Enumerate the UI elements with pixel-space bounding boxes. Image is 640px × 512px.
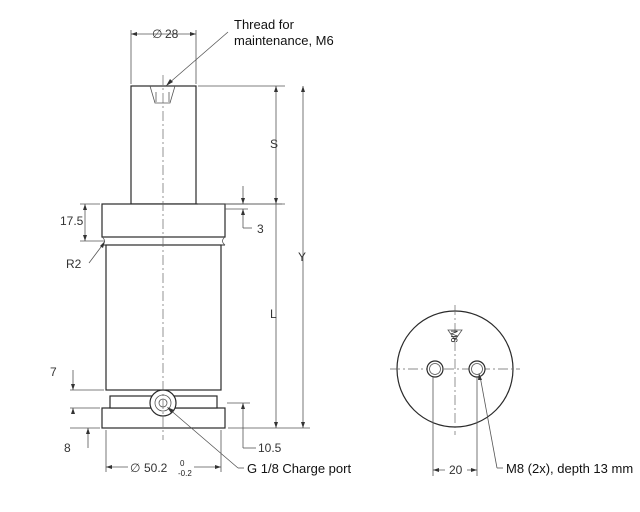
hole-note: M8 (2x), depth 13 mm (506, 461, 633, 476)
dim-r2: R2 (66, 257, 82, 271)
dim-10-5: 10.5 (258, 441, 282, 455)
side-view: ∅ 28 Thread for maintenance, M6 S Y L (50, 17, 351, 478)
dim-s: S (270, 137, 278, 151)
dim-y: Y (298, 250, 306, 264)
dim-l: L (270, 307, 277, 321)
upper-collar (101, 203, 226, 238)
charge-port-label: G 1/8 Charge port (247, 461, 351, 476)
cylinder-body (105, 244, 222, 391)
tolerance-lower: -0.2 (178, 469, 192, 478)
piston-rod (130, 85, 197, 205)
thread-note-line2: maintenance, M6 (234, 33, 334, 48)
dim-17-5: 17.5 (60, 214, 84, 228)
dim-diameter-28-symbol: ∅ (152, 27, 162, 41)
dim-8: 8 (64, 441, 71, 455)
dim-diameter-50-2: 50.2 (144, 461, 168, 475)
dim-diameter-50-2-symbol: ∅ (130, 461, 140, 475)
dim-7: 7 (50, 365, 57, 379)
end-view: M6 20 M8 (2x), depth 13 mm (390, 305, 633, 477)
thread-note-line1: Thread for (234, 17, 295, 32)
thread-hole (149, 85, 176, 104)
dim-diameter-28: 28 (165, 27, 179, 41)
tolerance-upper: 0 (180, 459, 185, 468)
dim-20: 20 (449, 463, 463, 477)
center-thread-mark: M6 (449, 330, 459, 343)
dim-3: 3 (257, 222, 264, 236)
